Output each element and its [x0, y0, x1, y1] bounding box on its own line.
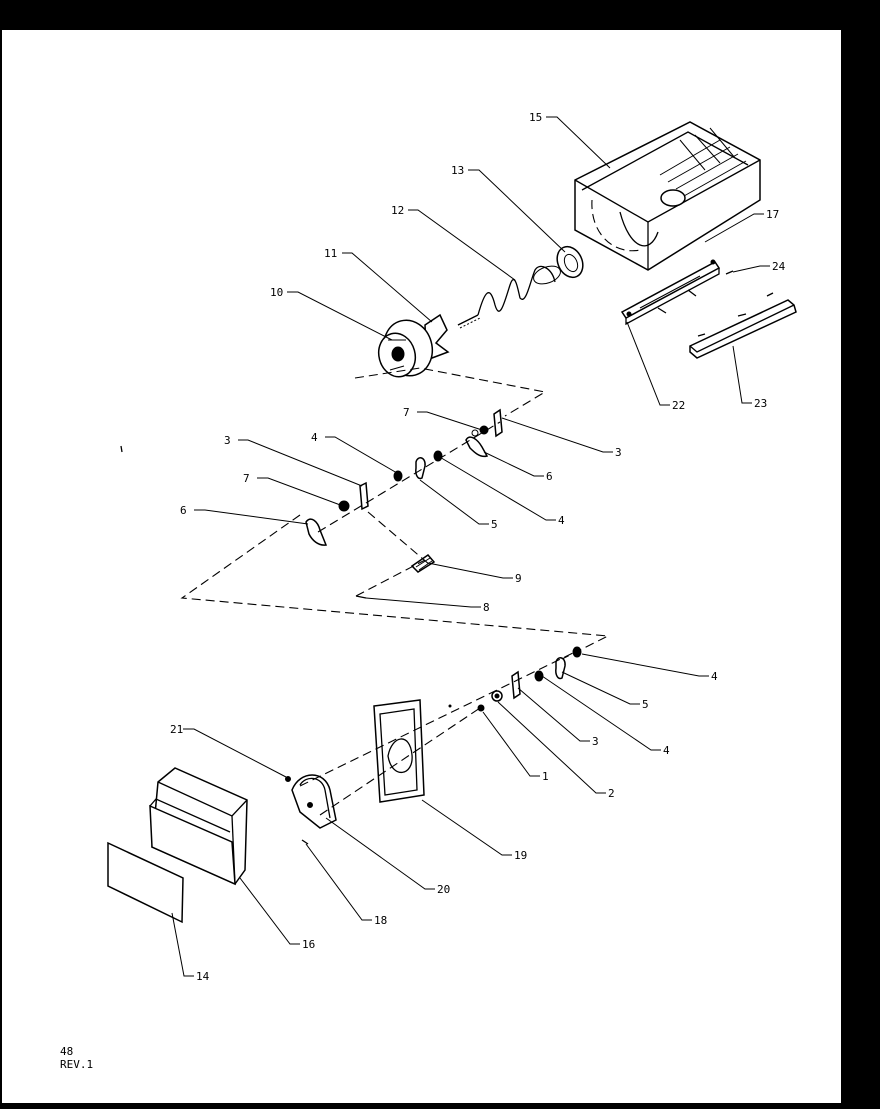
- callout-18: 18: [374, 914, 387, 927]
- revision-label: REV.1: [60, 1058, 94, 1071]
- middle-assembly: [305, 408, 503, 599]
- part-22-guide-rail: [620, 259, 721, 326]
- callout-4-lower: 4: [663, 744, 670, 757]
- part-14-panel: [107, 841, 184, 924]
- assembly-outline-middle: [180, 514, 610, 661]
- callout-4-lower-top: 4: [711, 670, 718, 683]
- callout-17: 17: [766, 208, 779, 221]
- callout-9: 9: [515, 572, 522, 585]
- callout-21: 21: [170, 723, 183, 736]
- assembly-outline-upper: [354, 367, 547, 417]
- callout-4-middle: 4: [311, 431, 318, 444]
- callout-labels: 15 13 12 11 10 17 24 22 23 7 3 3 4 6 7 4…: [170, 111, 786, 983]
- callout-2: 2: [608, 787, 615, 800]
- callout-3-middle: 3: [224, 434, 231, 447]
- callout-3-upper: 3: [615, 446, 622, 459]
- callout-12: 12: [391, 204, 404, 217]
- callout-6-upper: 6: [546, 470, 553, 483]
- lower-assembly: [285, 646, 582, 845]
- axis-lower: [299, 651, 576, 787]
- callout-20: 20: [437, 883, 450, 896]
- part-12-auger-spring: [457, 265, 561, 329]
- callout-14: 14: [196, 970, 210, 983]
- callout-6-middle: 6: [180, 504, 187, 517]
- callout-5-lower: 5: [642, 698, 649, 711]
- callout-7-middle: 7: [243, 472, 250, 485]
- callout-3-lower: 3: [592, 735, 599, 748]
- part-16-chute-housing: [149, 767, 248, 886]
- axis-to-9: [367, 511, 431, 566]
- callout-4-right: 4: [558, 514, 565, 527]
- part-13-bearing: [556, 245, 584, 279]
- callout-5-middle: 5: [491, 518, 498, 531]
- part-15-ice-bucket: [574, 121, 761, 271]
- callout-7-upper: 7: [403, 406, 410, 419]
- axis-lower-2: [319, 707, 481, 816]
- callout-24: 24: [772, 260, 786, 273]
- callout-23: 23: [754, 397, 767, 410]
- callout-11: 11: [324, 247, 337, 260]
- leader-lines: [171, 116, 770, 977]
- callout-13: 13: [451, 164, 464, 177]
- callout-16: 16: [302, 938, 315, 951]
- callout-15: 15: [529, 111, 542, 124]
- callout-1: 1: [542, 770, 549, 783]
- page-number: 48: [60, 1045, 74, 1058]
- part-24-screws: [657, 270, 734, 314]
- stray-mark: [120, 445, 123, 453]
- part-23-bracket: [689, 292, 797, 359]
- axis-middle: [317, 421, 501, 533]
- stray-dot: [448, 704, 452, 708]
- callout-8: 8: [483, 601, 490, 614]
- part-10-drive-wheel: [377, 319, 434, 378]
- callout-22: 22: [672, 399, 685, 412]
- callout-10: 10: [270, 286, 283, 299]
- axis-to-8: [355, 559, 426, 597]
- callout-19: 19: [514, 849, 527, 862]
